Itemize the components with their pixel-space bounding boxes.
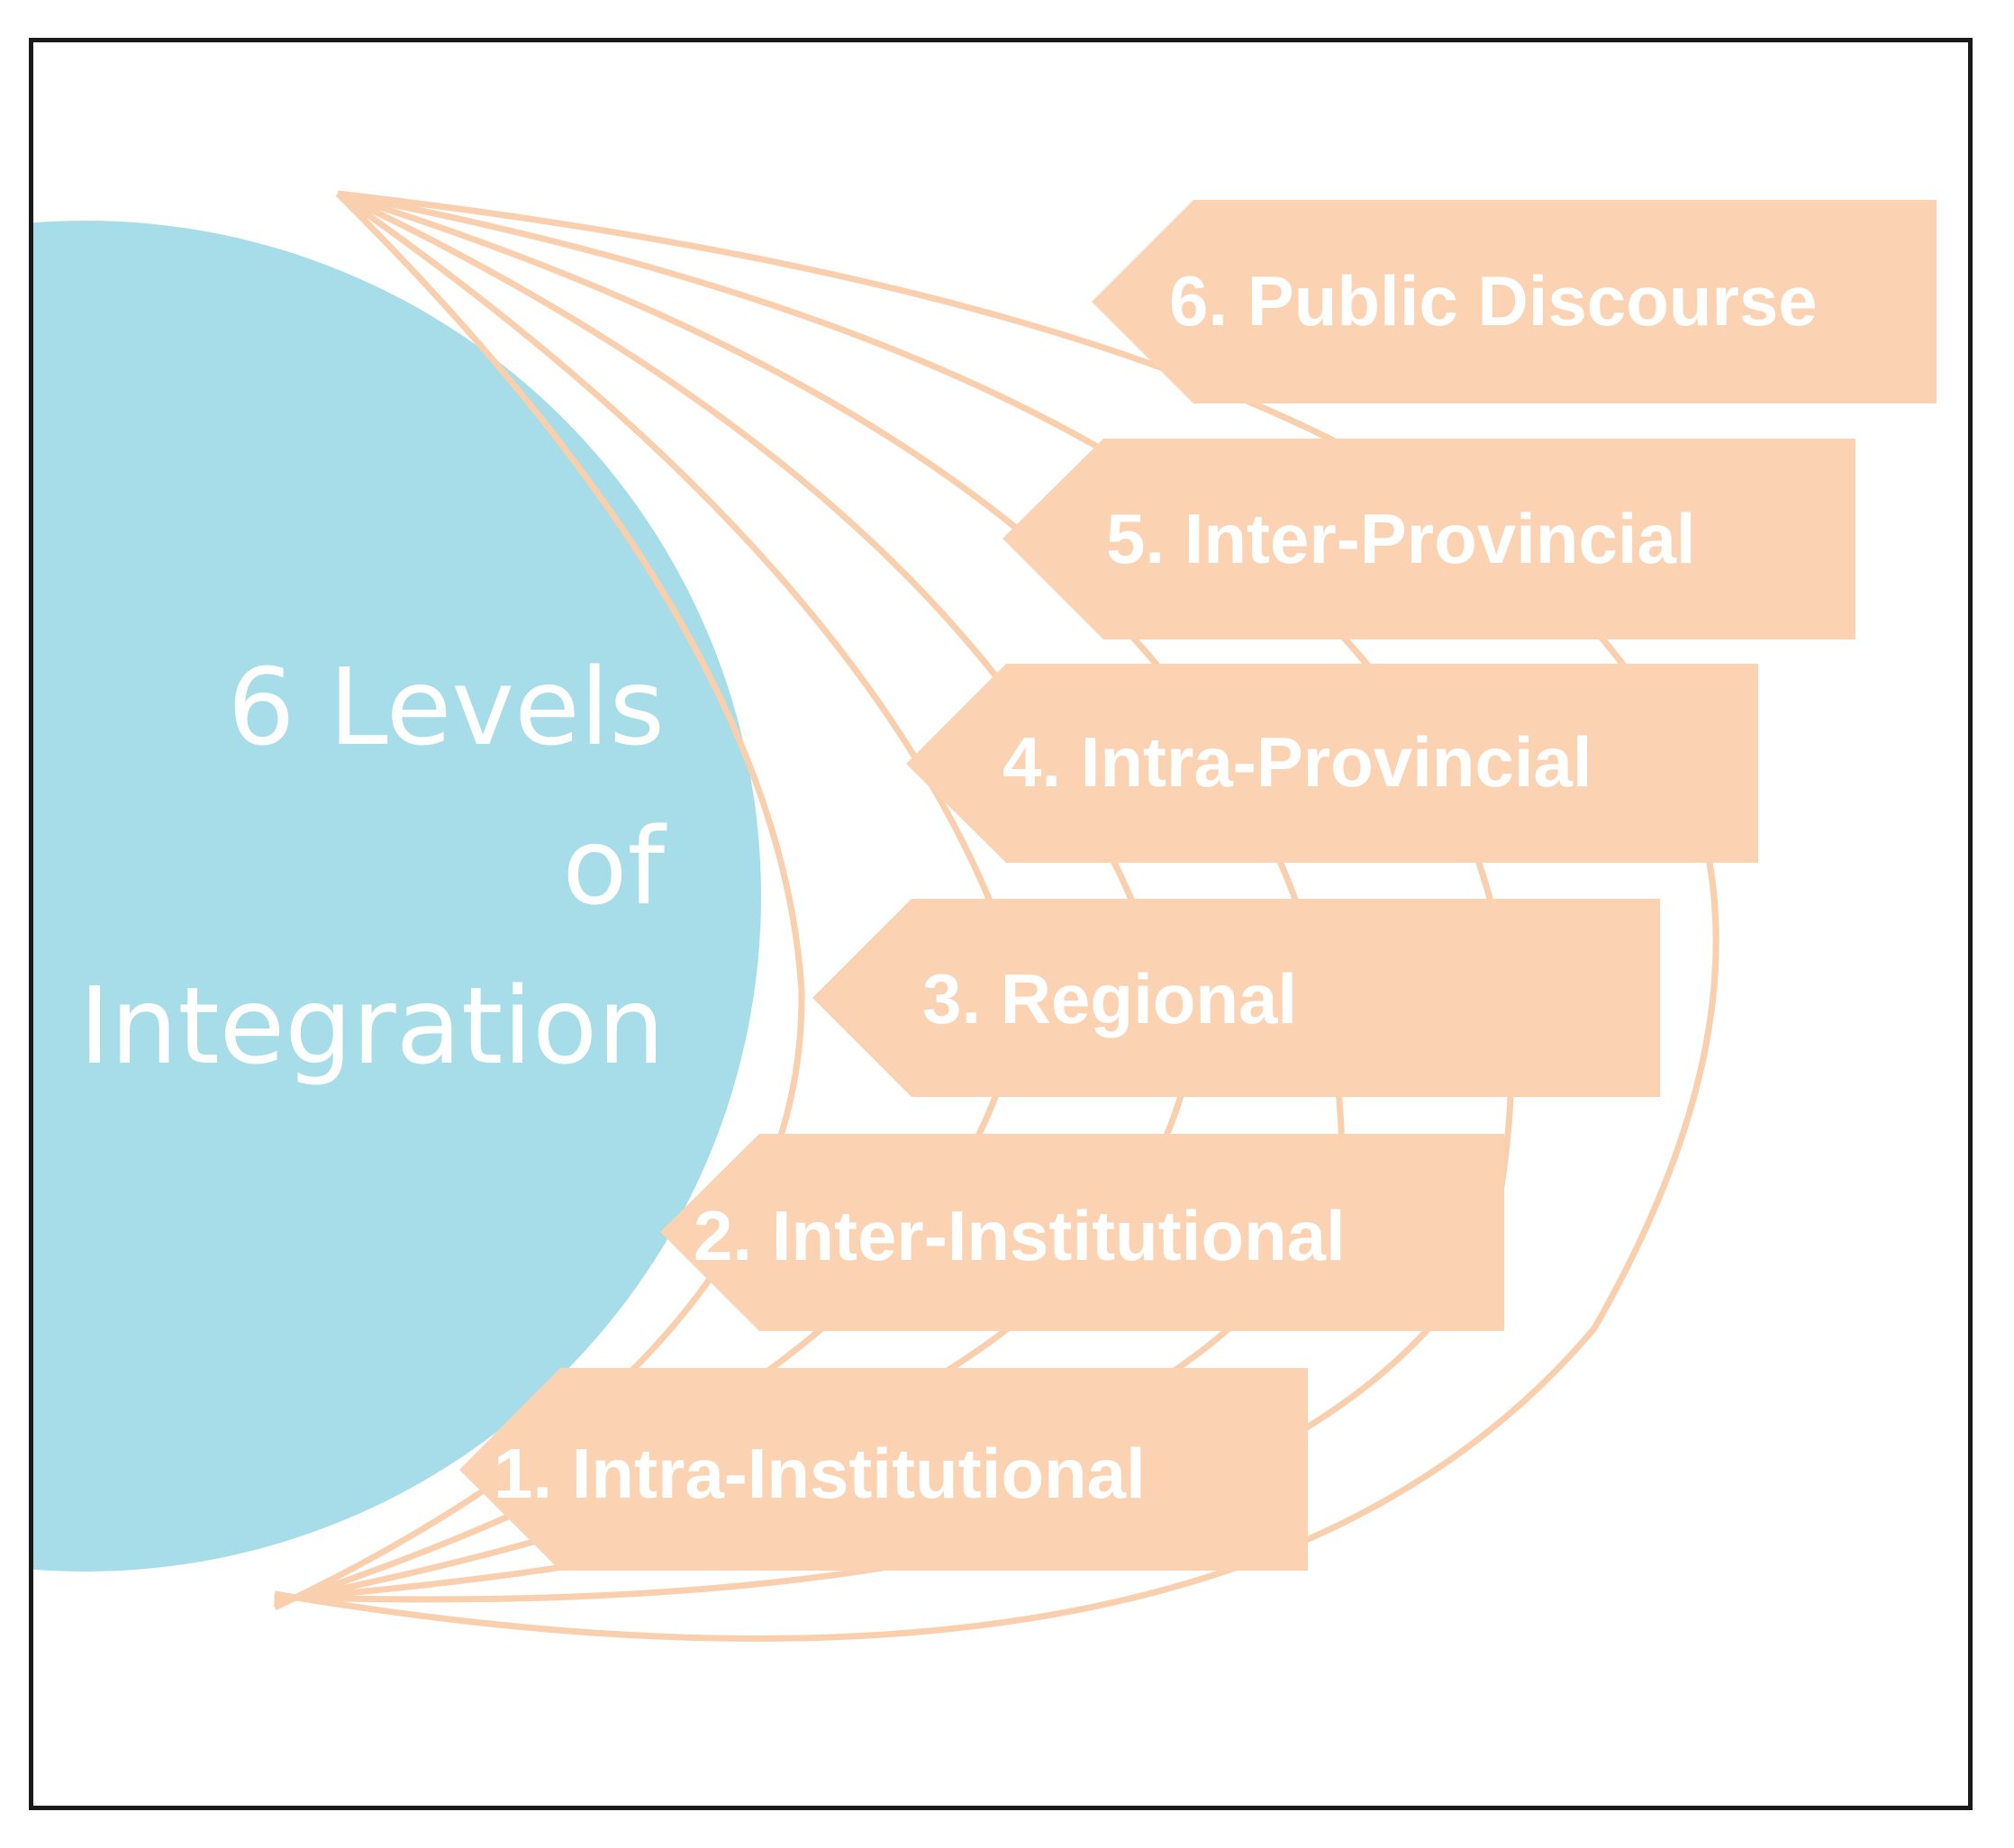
level-label-1: 1. Intra-Institutional xyxy=(494,1434,1146,1513)
level-label-4: 4. Intra-Provincial xyxy=(1002,722,1592,802)
level-label-5: 5. Inter-Provincial xyxy=(1106,499,1696,578)
arrow-shape-4 xyxy=(906,664,1758,863)
arrow-shape-3 xyxy=(812,899,1660,1097)
level-arrows xyxy=(459,200,1937,1571)
center-title-line-1: 6 Levels xyxy=(227,645,665,769)
arrow-shape-2 xyxy=(660,1134,1504,1331)
level-label-3: 3. Regional xyxy=(922,959,1297,1038)
arrow-shape-6 xyxy=(1092,200,1937,403)
center-title-line-3: Integration xyxy=(79,964,665,1088)
arrow-shape-1 xyxy=(459,1368,1308,1571)
level-label-6: 6. Public Discourse xyxy=(1169,261,1818,340)
arrow-shape-5 xyxy=(1002,439,1855,639)
center-title-line-2: of xyxy=(562,804,667,929)
center-circle xyxy=(33,221,761,1572)
level-label-2: 2. Inter-Institutional xyxy=(694,1196,1346,1275)
